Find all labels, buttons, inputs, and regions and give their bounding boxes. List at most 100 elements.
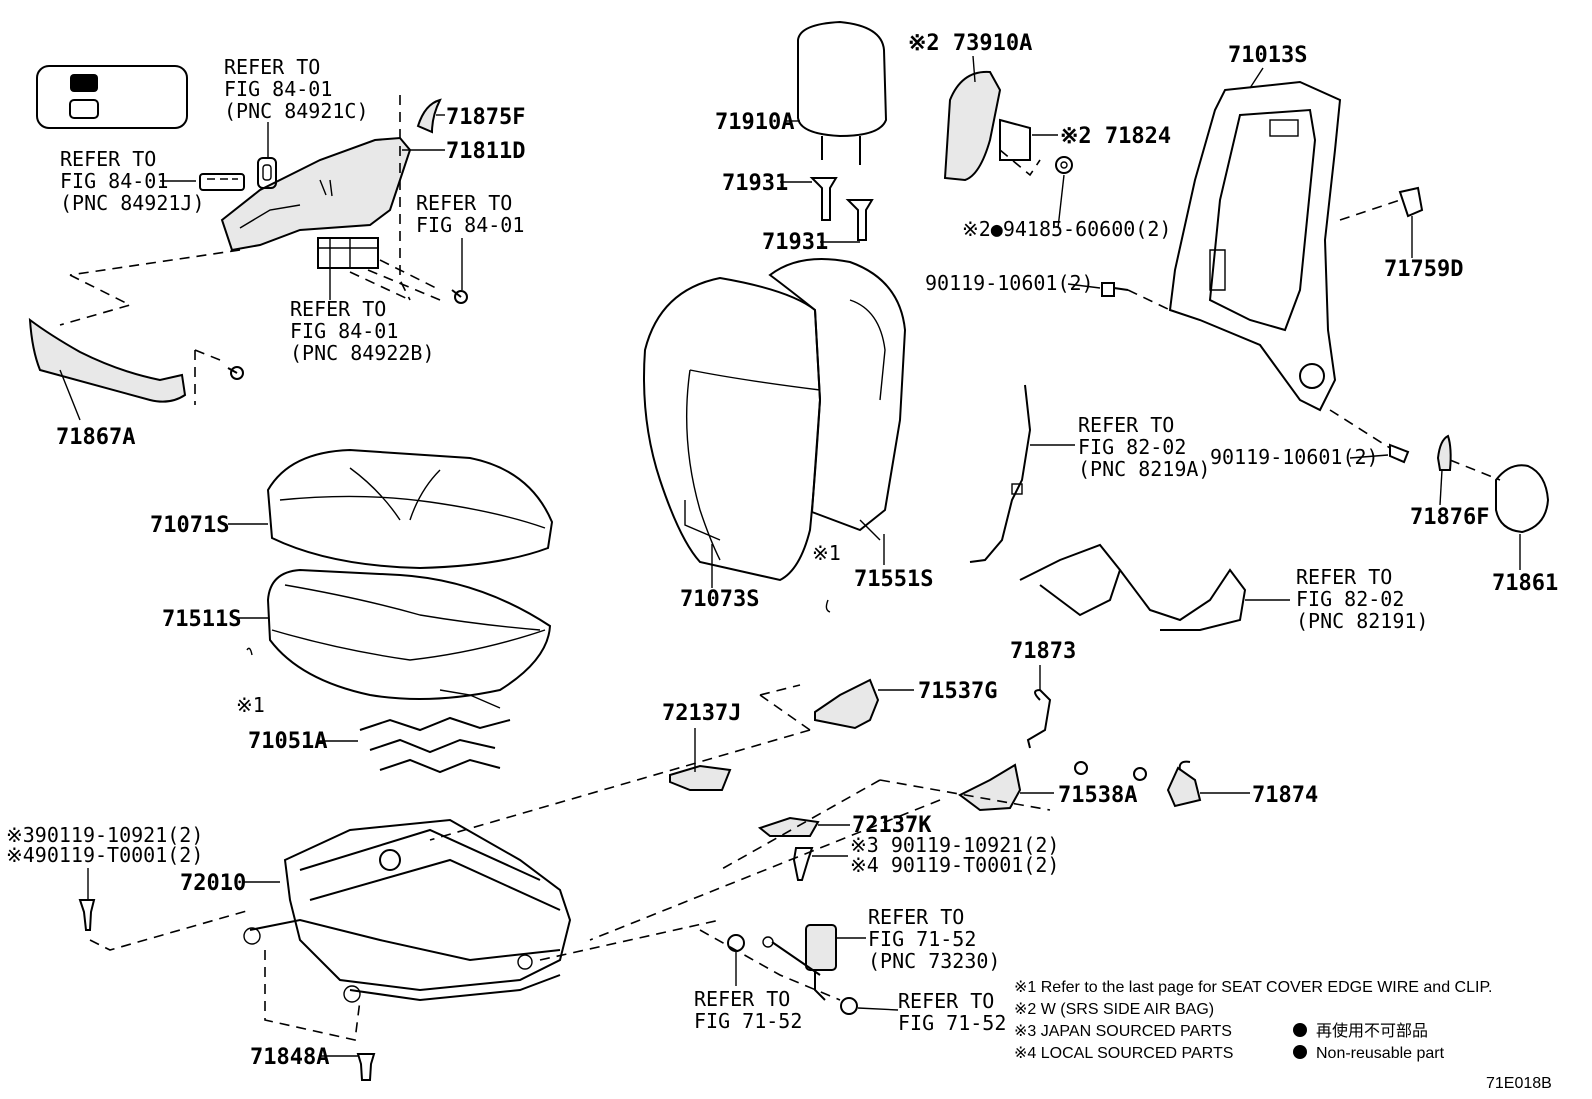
label-71511s: 71511S — [162, 607, 241, 632]
cover-71874 — [1166, 760, 1202, 808]
label-x1-mid: ※1 — [812, 541, 841, 565]
svg-text:FIG 82-02: FIG 82-02 — [1296, 587, 1404, 611]
label-90119-10601-a: 90119-10601(2) — [925, 271, 1094, 295]
non-reusable-dot-1 — [1293, 1023, 1307, 1037]
knob-71861 — [1495, 464, 1550, 534]
guide-71931-a — [809, 177, 838, 221]
label-refer-7152-a: REFER TO FIG 71-52 — [694, 987, 802, 1033]
label-72137k: 72137K — [852, 813, 932, 838]
cushion-pad-71511s — [266, 568, 552, 700]
clip-71759d — [1398, 186, 1424, 218]
label-73910a: ※2 73910A — [908, 31, 1032, 56]
label-71538a: 71538A — [1058, 783, 1137, 808]
svg-text:FIG 71-52: FIG 71-52 — [898, 1011, 1006, 1035]
spring-71051a — [359, 689, 511, 774]
frame-71013s — [1168, 80, 1342, 412]
label-71051a: 71051A — [248, 729, 327, 754]
note-3: ※3 JAPAN SOURCED PARTS — [1014, 1023, 1232, 1040]
washer — [727, 934, 745, 952]
svg-text:REFER TO: REFER TO — [868, 905, 964, 929]
svg-text:REFER TO: REFER TO — [416, 191, 512, 215]
screw-a — [451, 289, 468, 304]
bolt-90119-10921-left — [78, 899, 96, 931]
label-refer-84922b: REFER TO FIG 84-01 (PNC 84922B) — [290, 297, 435, 365]
label-71931-a: 71931 — [722, 171, 788, 196]
notes: ※1 Refer to the last page for SEAT COVER… — [1014, 979, 1493, 1062]
svg-text:REFER TO: REFER TO — [60, 147, 156, 171]
label-71071s: 71071S — [150, 513, 229, 538]
label-71861: 71861 — [1492, 571, 1558, 596]
cover-71538a — [958, 763, 1022, 812]
bracket-72137j — [669, 764, 732, 791]
label-90119-10921-left: ※390119-10921(2) — [6, 823, 203, 847]
bolt-90119-10921-right — [792, 847, 814, 881]
note-1: ※1 Refer to the last page for SEAT COVER… — [1014, 979, 1493, 996]
svg-text:REFER TO: REFER TO — [1078, 413, 1174, 437]
label-refer-8219a: REFER TO FIG 82-02 (PNC 8219A) — [1078, 413, 1210, 481]
screw-c — [1074, 761, 1088, 775]
svg-text:REFER TO: REFER TO — [290, 297, 386, 321]
nut — [840, 997, 858, 1015]
svg-text:REFER TO: REFER TO — [898, 989, 994, 1013]
cover-71876f — [1436, 434, 1452, 471]
label-71759d: 71759D — [1384, 257, 1463, 282]
label-71551s: 71551S — [854, 567, 933, 592]
board-71867a — [28, 317, 187, 403]
label-90119-10921-right: ※3 90119-10921(2) — [850, 833, 1059, 857]
clip-x1-left — [246, 647, 253, 656]
label-71875f: 71875F — [446, 105, 525, 130]
label-refer-7152-b: REFER TO FIG 71-52 — [898, 989, 1006, 1035]
hook-71873 — [1026, 688, 1052, 749]
bolt-90119-10601-b — [1389, 443, 1410, 464]
label-72010: 72010 — [180, 871, 246, 896]
switch-84921c — [257, 157, 277, 189]
label-x1-left: ※1 — [236, 693, 265, 717]
airbag-73910a — [943, 70, 1031, 182]
bolt-90119-10601-a — [1101, 282, 1129, 297]
label-71867a: 71867A — [56, 425, 135, 450]
note-4: ※4 LOCAL SOURCED PARTS — [1014, 1045, 1233, 1062]
switch-84921j — [199, 173, 245, 191]
label-90119-t0001-right: ※4 90119-T0001(2) — [850, 853, 1059, 877]
harness-82191 — [1019, 543, 1247, 631]
svg-text:FIG 84-01: FIG 84-01 — [60, 169, 168, 193]
label-71537g: 71537G — [918, 679, 997, 704]
label-71931-b: 71931 — [762, 230, 828, 255]
screw-b — [227, 366, 244, 380]
harness-8219a — [969, 384, 1032, 563]
screw-d — [1133, 767, 1147, 781]
svg-text:REFER TO: REFER TO — [1296, 565, 1392, 589]
bracket-72137k — [757, 816, 820, 837]
switch-84922b — [317, 237, 379, 269]
svg-text:FIG 84-01: FIG 84-01 — [224, 77, 332, 101]
back-cover-71073s — [643, 276, 822, 582]
label-94185: ※2●94185-60600(2) — [962, 217, 1171, 241]
note-non-reusable: Non-reusable part — [1316, 1045, 1445, 1062]
cover-71875f — [416, 98, 442, 134]
bolt-71848a — [356, 1053, 376, 1081]
svg-text:(PNC 84921J): (PNC 84921J) — [60, 191, 205, 215]
label-71848a: 71848A — [250, 1045, 329, 1070]
label-71811d: 71811D — [446, 139, 525, 164]
figure-code: 71E018B — [1486, 1075, 1552, 1092]
svg-text:FIG 84-01: FIG 84-01 — [416, 213, 524, 237]
cover-71537g — [814, 678, 880, 730]
side-shield-71811d — [220, 136, 412, 252]
headrest-71910a — [797, 20, 888, 165]
svg-text:(PNC 73230): (PNC 73230) — [868, 949, 1000, 973]
nut-94185 — [1055, 156, 1073, 174]
label-90119-t0001-left: ※490119-T0001(2) — [6, 843, 203, 867]
label-refer-84921j: REFER TO FIG 84-01 (PNC 84921J) — [60, 147, 205, 215]
svg-text:FIG 82-02: FIG 82-02 — [1078, 435, 1186, 459]
label-71073s: 71073S — [680, 587, 759, 612]
svg-text:FIG 71-52: FIG 71-52 — [868, 927, 976, 951]
svg-text:REFER TO: REFER TO — [224, 55, 320, 79]
label-refer-82191: REFER TO FIG 82-02 (PNC 82191) — [1296, 565, 1428, 633]
seat-belt-buckle — [762, 924, 837, 1001]
label-71013s: 71013S — [1228, 43, 1307, 68]
svg-text:(PNC 82191): (PNC 82191) — [1296, 609, 1428, 633]
note-2: ※2 W (SRS SIDE AIR BAG) — [1014, 1001, 1214, 1018]
label-71824: ※2 71824 — [1060, 124, 1171, 149]
